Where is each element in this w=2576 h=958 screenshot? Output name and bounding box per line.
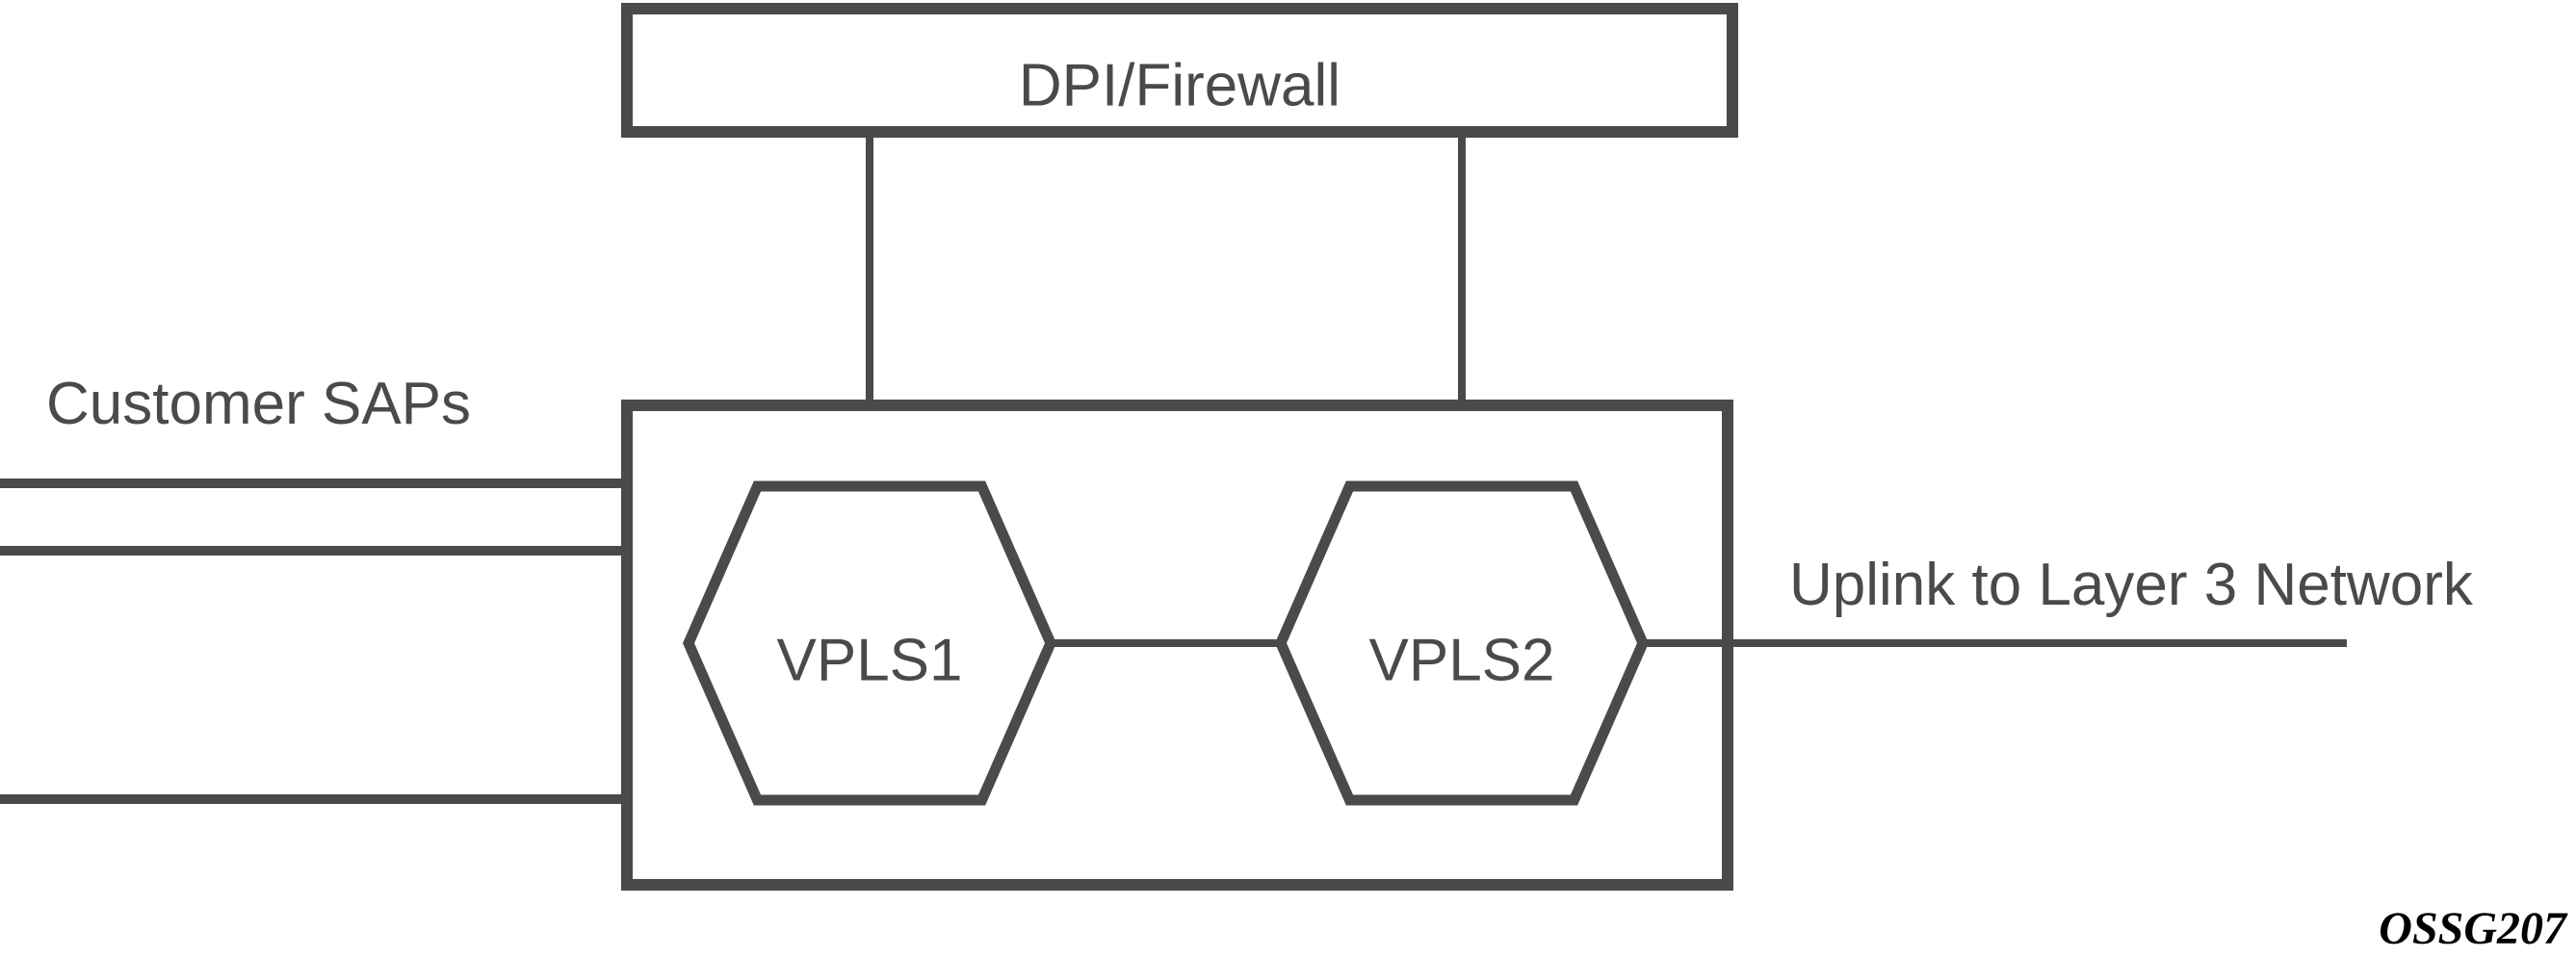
dpi-firewall-box[interactable] — [621, 3, 1738, 138]
vpls1-hexagon[interactable] — [682, 480, 1057, 806]
vpls1-label: VPLS1 — [776, 627, 962, 693]
vpls2-label: VPLS2 — [1368, 627, 1554, 693]
customer-sap-lines — [0, 479, 627, 804]
dpi-firewall-label: DPI/Firewall — [1019, 52, 1340, 118]
figure-id-label: OSSG207 — [2379, 903, 2568, 954]
vpls2-hexagon[interactable] — [1274, 480, 1650, 806]
customer-saps-label: Customer SAPs — [46, 371, 471, 437]
uplink-to-layer3-label: Uplink to Layer 3 Network — [1789, 552, 2474, 618]
